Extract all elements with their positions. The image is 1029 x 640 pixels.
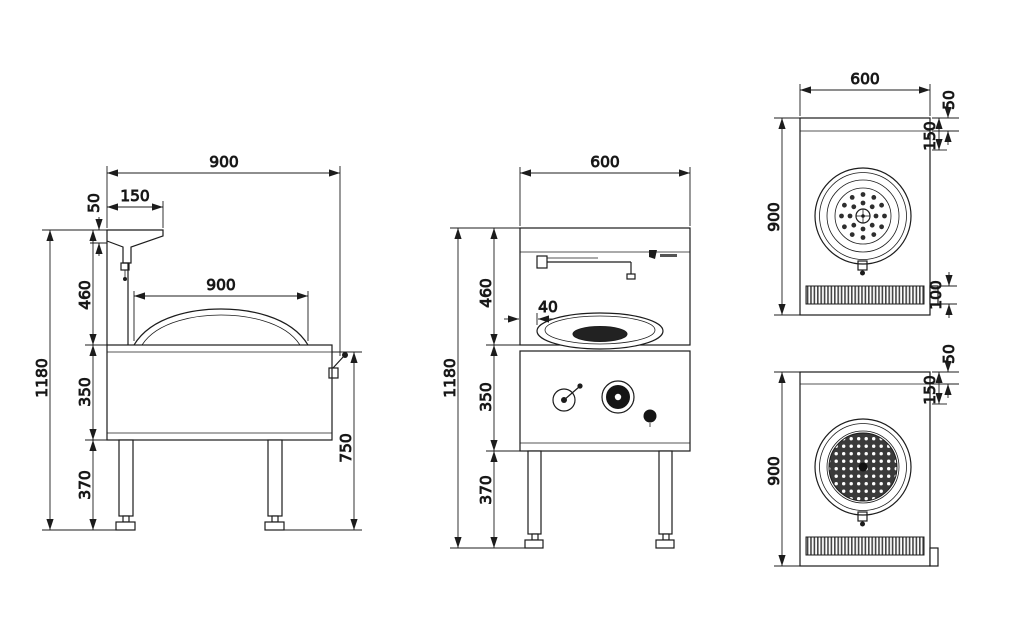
top-ring-burner xyxy=(814,167,912,276)
side-dim-worktop-height-label: 750 xyxy=(337,433,355,463)
side-dim-overall-depth: 900 xyxy=(106,153,341,356)
side-dim-wok-width-label: 900 xyxy=(206,276,236,294)
top-ring-side-connector xyxy=(929,285,939,305)
side-splash-shelf xyxy=(106,229,164,264)
top-ring-igniter xyxy=(857,260,868,271)
top-view-ring-burner: 600 50 150 900 100 xyxy=(765,70,959,318)
top-jet-drain-grill xyxy=(805,536,925,556)
front-dim-overall-height: 1180 xyxy=(441,227,525,549)
side-dim-shelf-depth: 150 xyxy=(107,187,164,228)
front-dim-leg-height-label: 370 xyxy=(477,475,495,505)
top-ring-outline xyxy=(799,117,931,316)
top-ring-drain-grill xyxy=(805,285,925,305)
top-ring-dim-overall-depth: 900 xyxy=(765,117,800,316)
top-jet-dim-rear-edge: 50 xyxy=(932,344,959,398)
front-leg-right xyxy=(658,450,673,535)
front-dim-ring-inset: 40 xyxy=(504,298,558,325)
top-jet-dim-overall-depth-label: 900 xyxy=(765,456,783,486)
top-ring-dim-connector-label: 100 xyxy=(927,280,945,310)
side-dim-overall-depth-label: 900 xyxy=(209,153,239,171)
side-dim-splash-lip-label: 50 xyxy=(85,193,103,213)
top-jet-igniter xyxy=(857,511,868,522)
side-leg-left xyxy=(118,439,134,517)
front-dim-overall-width: 600 xyxy=(519,153,691,226)
side-view: 900 150 50 460 900 xyxy=(33,153,362,531)
side-dim-worktop-height: 750 xyxy=(284,351,362,531)
top-ring-dim-rear-inset-label: 150 xyxy=(921,121,939,151)
front-view: 600 460 1180 40 350 xyxy=(441,153,691,549)
side-dim-wok-width: 900 xyxy=(133,276,309,341)
side-dim-overall-height: 1180 xyxy=(33,229,116,531)
front-dim-body-height-label: 350 xyxy=(477,382,495,412)
side-wok-pan xyxy=(133,308,309,346)
side-dim-overall-height-label: 1180 xyxy=(33,358,51,397)
top-jet-dim-rear-inset: 150 xyxy=(921,372,947,405)
top-jet-side-connector xyxy=(929,547,939,567)
side-dim-upper-height: 460 xyxy=(76,230,107,346)
top-ring-dim-rear-edge-label: 50 xyxy=(940,90,958,110)
front-leg-left xyxy=(527,450,542,535)
top-ring-dim-overall-width-label: 600 xyxy=(850,70,880,88)
top-view-plate-burner: 50 150 900 xyxy=(765,344,959,567)
side-dim-upper-height-label: 460 xyxy=(76,280,94,310)
side-dim-body-height: 350 xyxy=(76,345,107,441)
front-dim-overall-width-label: 600 xyxy=(590,153,620,171)
top-ring-dim-connector: 100 xyxy=(927,272,957,318)
side-dim-splash-lip: 50 xyxy=(85,193,107,256)
front-dim-body-height: 350 xyxy=(477,345,520,452)
top-ring-dim-rear-inset: 150 xyxy=(921,118,947,151)
front-dim-ring-inset-label: 40 xyxy=(538,298,558,316)
side-foot-right xyxy=(264,521,285,531)
top-ring-dim-overall-width: 600 xyxy=(799,70,931,116)
front-structure xyxy=(519,227,691,549)
top-ring-structure xyxy=(799,117,939,316)
front-foot-right xyxy=(655,539,675,549)
front-wok-ring-hole xyxy=(572,326,628,342)
side-dim-leg-height: 370 xyxy=(76,440,97,530)
top-jet-dim-overall-depth: 900 xyxy=(765,371,800,567)
front-control-knob-large xyxy=(601,380,635,414)
front-foot-left xyxy=(524,539,544,549)
side-structure xyxy=(106,229,348,531)
top-ring-dim-overall-depth-label: 900 xyxy=(765,202,783,232)
side-dim-leg-height-label: 370 xyxy=(76,470,94,500)
top-ring-dim-rear-edge: 50 xyxy=(932,90,959,145)
side-body xyxy=(106,344,333,441)
brand-logo-icon xyxy=(649,250,677,259)
side-dim-shelf-depth-label: 150 xyxy=(120,187,150,205)
front-body xyxy=(519,350,691,452)
front-dim-upper-height: 460 xyxy=(477,227,520,346)
top-jet-burner xyxy=(814,418,912,527)
front-dim-upper-height-label: 460 xyxy=(477,278,495,308)
top-jet-structure xyxy=(799,371,939,567)
side-leg-right xyxy=(267,439,283,517)
front-control-knob-small xyxy=(643,409,657,427)
front-dim-leg-height: 370 xyxy=(477,451,498,548)
side-dim-body-height-label: 350 xyxy=(76,377,94,407)
top-jet-dim-rear-inset-label: 150 xyxy=(921,375,939,405)
front-gas-valve-lever xyxy=(552,383,583,412)
top-jet-dim-rear-edge-label: 50 xyxy=(940,344,958,364)
side-foot-left xyxy=(115,521,136,531)
front-dim-overall-height-label: 1180 xyxy=(441,358,459,397)
